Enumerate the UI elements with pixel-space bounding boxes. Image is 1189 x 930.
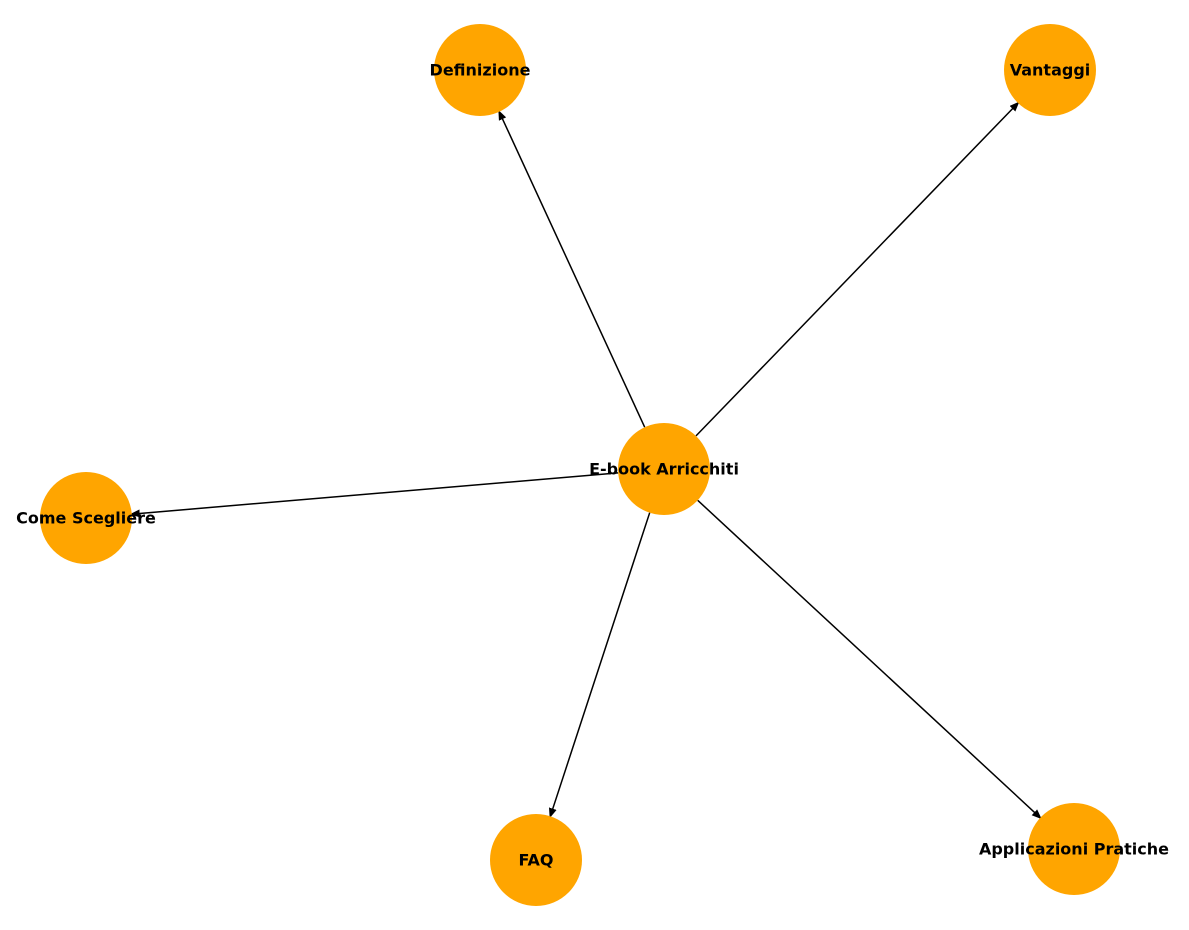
node-faq[interactable]: FAQ — [490, 814, 582, 906]
node-definizione-circle[interactable] — [434, 24, 526, 116]
node-applicazioni-pratiche-circle[interactable] — [1028, 803, 1120, 895]
edge-center-to-faq — [548, 512, 651, 819]
node-vantaggi-label: Vantaggi — [1010, 61, 1091, 80]
node-center[interactable]: E-book Arricchiti — [589, 423, 739, 515]
node-definizione[interactable]: Definizione — [430, 24, 531, 116]
nodes-layer: E-book Arricchiti Definizione Vantaggi C… — [16, 24, 1169, 906]
node-center-circle[interactable] — [618, 423, 710, 515]
edge-center-to-definizione — [498, 109, 646, 428]
edge-center-to-vantaggi — [695, 101, 1020, 437]
edge-center-to-come_scegliere — [129, 472, 619, 518]
node-come-scegliere-label: Come Scegliere — [16, 509, 156, 528]
edge-center-to-applicazioni — [697, 499, 1042, 820]
node-faq-circle[interactable] — [490, 814, 582, 906]
edges-layer — [129, 101, 1042, 820]
node-applicazioni-pratiche-label: Applicazioni Pratiche — [979, 840, 1169, 859]
node-come-scegliere[interactable]: Come Scegliere — [16, 472, 156, 564]
node-come-scegliere-circle[interactable] — [40, 472, 132, 564]
node-center-label: E-book Arricchiti — [589, 460, 739, 479]
node-vantaggi[interactable]: Vantaggi — [1004, 24, 1096, 116]
node-faq-label: FAQ — [518, 851, 553, 870]
node-vantaggi-circle[interactable] — [1004, 24, 1096, 116]
node-definizione-label: Definizione — [430, 61, 531, 80]
node-applicazioni-pratiche[interactable]: Applicazioni Pratiche — [979, 803, 1169, 895]
